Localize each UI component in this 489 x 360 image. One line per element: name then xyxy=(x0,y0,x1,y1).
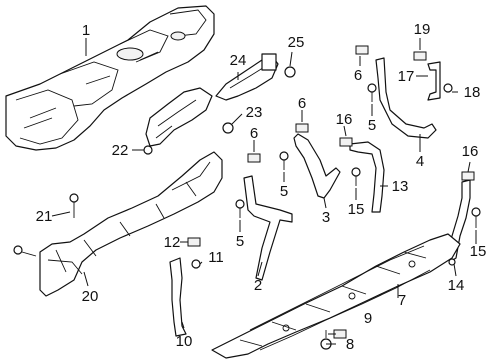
callout-10: 10 xyxy=(176,333,193,350)
callout-23: 23 xyxy=(246,104,263,121)
callout-4: 4 xyxy=(416,153,424,170)
bracket-2 xyxy=(243,175,293,281)
bracket-17 xyxy=(427,61,441,101)
callout-7: 7 xyxy=(398,292,406,309)
callout-20: 20 xyxy=(82,288,99,305)
fuel-tank xyxy=(5,5,215,151)
bracket-10 xyxy=(169,257,187,337)
fasteners xyxy=(13,45,481,350)
callout-5-a: 5 xyxy=(236,233,244,250)
callout-8: 8 xyxy=(346,336,354,353)
strap-13 xyxy=(349,141,385,213)
heat-shield-left xyxy=(39,151,223,297)
leader-lines xyxy=(51,38,477,345)
callout-12: 12 xyxy=(164,234,181,251)
callout-15-b: 15 xyxy=(470,243,487,260)
callout-6-a: 6 xyxy=(250,125,258,142)
callout-15-a: 15 xyxy=(348,201,365,218)
strap-3 xyxy=(293,133,341,199)
callout-3: 3 xyxy=(322,209,330,226)
callout-14: 14 xyxy=(448,277,465,294)
callout-2: 2 xyxy=(254,277,262,294)
skid-plate xyxy=(211,233,461,359)
callout-5-c: 5 xyxy=(368,117,376,134)
callout-5-b: 5 xyxy=(280,183,288,200)
callout-1: 1 xyxy=(82,22,90,39)
callout-17: 17 xyxy=(398,68,415,85)
callouts: 1 2 3 4 5 5 5 6 6 6 7 8 9 10 11 12 13 14… xyxy=(36,21,487,353)
callout-24: 24 xyxy=(230,52,247,69)
callout-6-c: 6 xyxy=(354,67,362,84)
strap-4 xyxy=(375,57,437,139)
callout-16-b: 16 xyxy=(462,143,479,160)
callout-25: 25 xyxy=(288,34,305,51)
callout-22: 22 xyxy=(112,142,129,159)
callout-13: 13 xyxy=(392,178,409,195)
callout-16-a: 16 xyxy=(336,111,353,128)
callout-18: 18 xyxy=(464,84,481,101)
callout-6-b: 6 xyxy=(298,95,306,112)
callout-21: 21 xyxy=(36,208,53,225)
callout-19: 19 xyxy=(414,21,431,38)
callout-9: 9 xyxy=(364,310,372,327)
callout-11: 11 xyxy=(208,249,224,266)
